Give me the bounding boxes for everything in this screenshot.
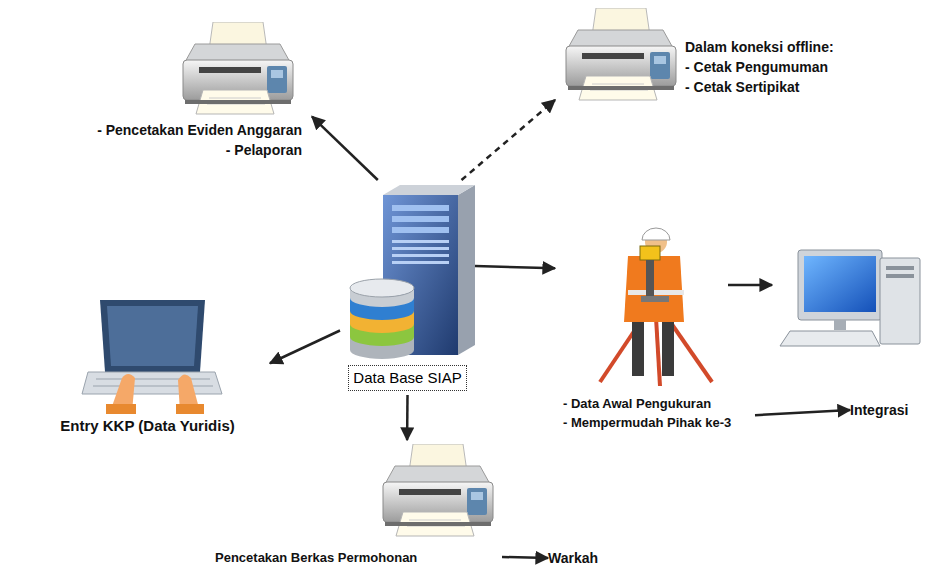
node-text: - Data Awal Pengukuran — [563, 394, 755, 413]
node-text: Warkah — [548, 548, 618, 568]
printer-icon — [383, 444, 493, 536]
label-row: Data Base SIAP — [340, 365, 475, 391]
arrow-connector — [270, 331, 340, 364]
arrow-connector — [462, 100, 556, 180]
arrow-connector — [502, 557, 548, 558]
node-text: - Pencetakan Eviden Anggaran — [40, 120, 302, 140]
text-node: Integrasi — [850, 400, 925, 420]
node-text: Integrasi — [850, 400, 925, 420]
server-node: Data Base SIAP — [340, 180, 475, 395]
printer-node: - Pencetakan Eviden Anggaran- Pelaporan — [40, 20, 312, 162]
text-node: Warkah — [548, 548, 618, 568]
arrow-connector — [406, 395, 409, 440]
arrow-connector — [475, 266, 555, 268]
arrow-connector — [312, 117, 378, 180]
node-text: - Cetak Pengumuman — [685, 57, 885, 77]
server-icon — [350, 185, 475, 359]
node-text: Entry KKP (Data Yuridis) — [25, 416, 270, 436]
node-text: Pencetakan Berkas Permohonan — [215, 548, 502, 567]
node-text: Dalam koneksi offline: — [685, 37, 885, 57]
printer-node: Dalam koneksi offline:- Cetak Pengumuman… — [555, 5, 885, 105]
database-label: Data Base SIAP — [348, 365, 466, 391]
node-text: - Pelaporan — [40, 140, 302, 160]
laptop-icon — [82, 300, 222, 414]
arrow-connector — [755, 410, 850, 415]
computer-icon — [780, 250, 920, 346]
printer-node: Pencetakan Berkas Permohonan — [210, 440, 502, 572]
surveyor-node: - Data Awal Pengukuran- Mempermudah Piha… — [555, 222, 755, 432]
surveyor-icon — [600, 228, 712, 386]
node-text: - Cetak Sertipikat — [685, 77, 885, 97]
printer-icon — [566, 8, 676, 100]
arrow — [728, 284, 772, 287]
printer-icon — [183, 22, 293, 114]
laptop-node: Entry KKP (Data Yuridis) — [25, 298, 270, 443]
node-text: - Mempermudah Pihak ke-3 — [563, 413, 755, 432]
